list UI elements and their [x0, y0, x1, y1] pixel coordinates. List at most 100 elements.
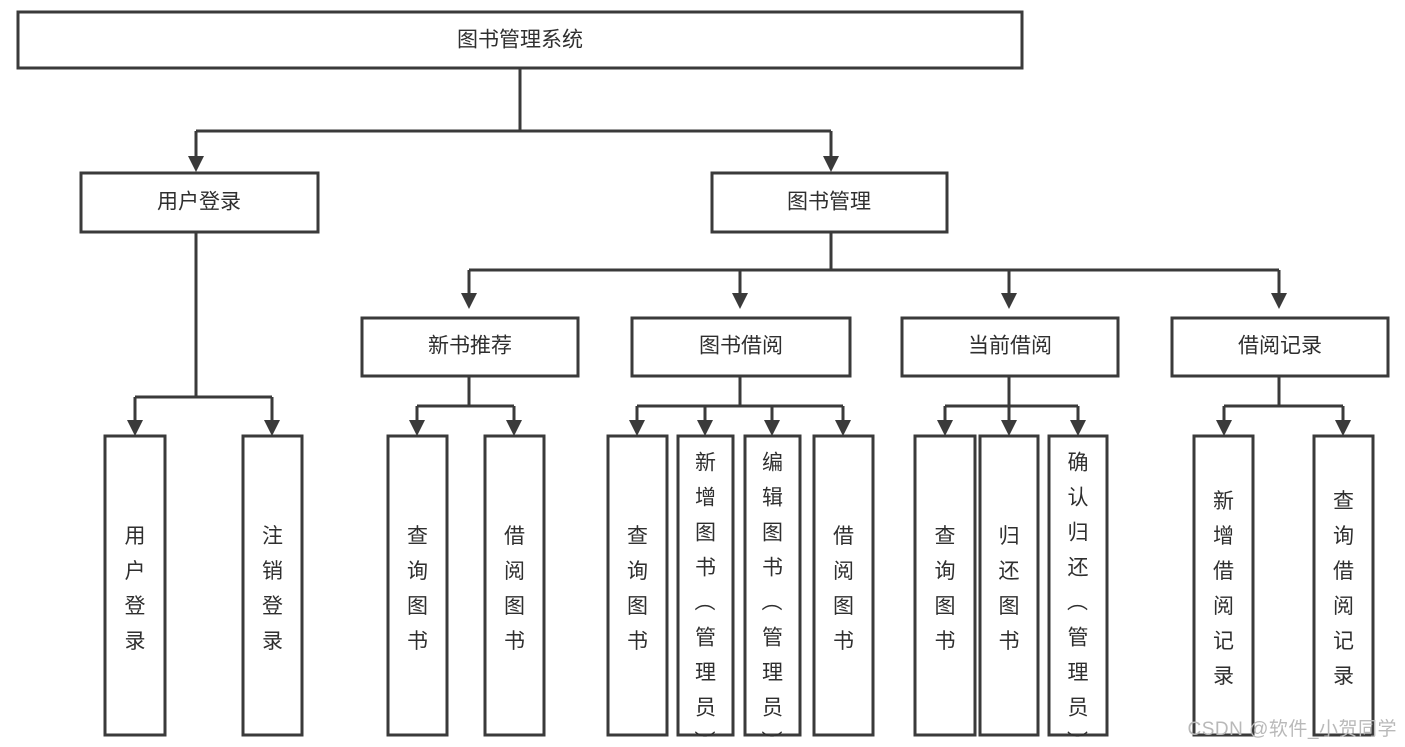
node-leaf5[interactable] [606, 434, 669, 737]
arrow-current-to-leaf9 [937, 420, 953, 436]
node-records[interactable]: 借阅记录 [1170, 316, 1390, 378]
glyph: 员 [1068, 696, 1089, 719]
node-leaf9[interactable] [913, 434, 977, 737]
glyph: 图 [695, 521, 716, 544]
node-borrow[interactable]: 图书借阅 [630, 316, 852, 378]
node-bookmgmt-box[interactable] [710, 171, 949, 234]
glyph: 编 [762, 451, 783, 474]
arrow-bookmgmt-to-current [1001, 293, 1017, 309]
node-newbook-box[interactable] [360, 316, 580, 378]
glyph: 书 [833, 630, 854, 653]
arrow-newbook-to-leaf3 [409, 420, 425, 436]
node-leaf7-box[interactable] [743, 434, 802, 737]
glyph: 还 [1068, 556, 1089, 579]
node-login-label: 用户登录 [157, 191, 241, 214]
glyph: 认 [1068, 486, 1089, 509]
node-leaf12-box[interactable] [1192, 434, 1255, 737]
glyph: 记 [1333, 630, 1354, 653]
glyph: 阅 [833, 560, 854, 583]
node-leaf6-box[interactable] [676, 434, 735, 737]
glyph: 新 [695, 451, 716, 474]
node-bookmgmt[interactable]: 图书管理 [710, 171, 949, 234]
glyph: 登 [125, 595, 146, 618]
node-leaf8[interactable] [812, 434, 875, 737]
glyph: 录 [125, 630, 146, 653]
node-leaf4[interactable] [483, 434, 546, 737]
arrow-login-to-leaf1 [127, 420, 143, 436]
glyph: 登 [262, 595, 283, 618]
edge-group-records-to-leaves [1216, 376, 1351, 436]
node-leaf10[interactable] [978, 434, 1040, 737]
node-leaf11-box[interactable] [1047, 434, 1109, 737]
node-root-box[interactable] [16, 10, 1024, 70]
glyph: 图 [762, 521, 783, 544]
node-leaf8-box[interactable] [812, 434, 875, 737]
glyph: 阅 [504, 560, 525, 583]
arrow-records-to-leaf12 [1216, 420, 1232, 436]
glyph: 理 [762, 661, 783, 684]
glyph: 书 [627, 630, 648, 653]
glyph: 增 [695, 486, 716, 509]
node-leaf12[interactable] [1192, 434, 1255, 737]
node-leaf2-box[interactable] [241, 434, 304, 737]
glyph: 阅 [1213, 595, 1234, 618]
glyph: 销 [262, 560, 283, 583]
glyph: 录 [1333, 665, 1354, 688]
vertical-label-layer: 用户登录注销登录查询图书借阅图书查询图书新增图书（管理员）编辑图书（管理员）借阅… [125, 451, 1355, 747]
glyph: 借 [504, 525, 525, 548]
csdn-watermark: CSDN @软件_小贺同学 [1187, 719, 1397, 740]
arrow-login-to-leaf2 [264, 420, 280, 436]
node-login-box[interactable] [79, 171, 320, 234]
node-leaf1[interactable] [103, 434, 167, 737]
node-leaf1-box[interactable] [103, 434, 167, 737]
node-leaf6[interactable] [676, 434, 735, 737]
glyph: 图 [504, 595, 525, 618]
glyph: 借 [1213, 560, 1234, 583]
glyph: 图 [627, 595, 648, 618]
node-leaf10-box[interactable] [978, 434, 1040, 737]
node-leaf13-box[interactable] [1312, 434, 1375, 737]
node-login[interactable]: 用户登录 [79, 171, 320, 234]
node-leaf4-box[interactable] [483, 434, 546, 737]
arrow-borrow-to-leaf8 [835, 420, 851, 436]
node-newbook[interactable]: 新书推荐 [360, 316, 580, 378]
arrow-borrow-to-leaf7 [764, 420, 780, 436]
node-leaf2[interactable] [241, 434, 304, 737]
glyph: 书 [504, 630, 525, 653]
node-current[interactable]: 当前借阅 [900, 316, 1120, 378]
node-leaf9-box[interactable] [913, 434, 977, 737]
node-records-box[interactable] [1170, 316, 1390, 378]
node-current-box[interactable] [900, 316, 1120, 378]
glyph: 增 [1213, 525, 1234, 548]
arrow-records-to-leaf13 [1335, 420, 1351, 436]
node-leaf13[interactable] [1312, 434, 1375, 737]
node-leaf7[interactable] [743, 434, 802, 737]
glyph: 书 [999, 630, 1020, 653]
node-root[interactable]: 图书管理系统 [16, 10, 1024, 70]
node-leaf3[interactable] [386, 434, 449, 737]
glyph: 管 [695, 626, 716, 649]
node-current-label: 当前借阅 [968, 335, 1052, 358]
glyph: ） [692, 730, 715, 747]
glyph: 查 [1333, 490, 1354, 513]
glyph: 书 [407, 630, 428, 653]
node-leaf3-box[interactable] [386, 434, 449, 737]
node-borrow-box[interactable] [630, 316, 852, 378]
edge-group-root-to-level2 [188, 68, 839, 172]
glyph: 录 [262, 630, 283, 653]
glyph: 员 [695, 696, 716, 719]
glyph: 图 [999, 595, 1020, 618]
edge-group-current-to-leaves [937, 376, 1086, 436]
node-leaf5-box[interactable] [606, 434, 669, 737]
node-leaf11[interactable] [1047, 434, 1109, 737]
glyph: 管 [762, 626, 783, 649]
edge-group-borrow-to-leaves [629, 376, 851, 436]
